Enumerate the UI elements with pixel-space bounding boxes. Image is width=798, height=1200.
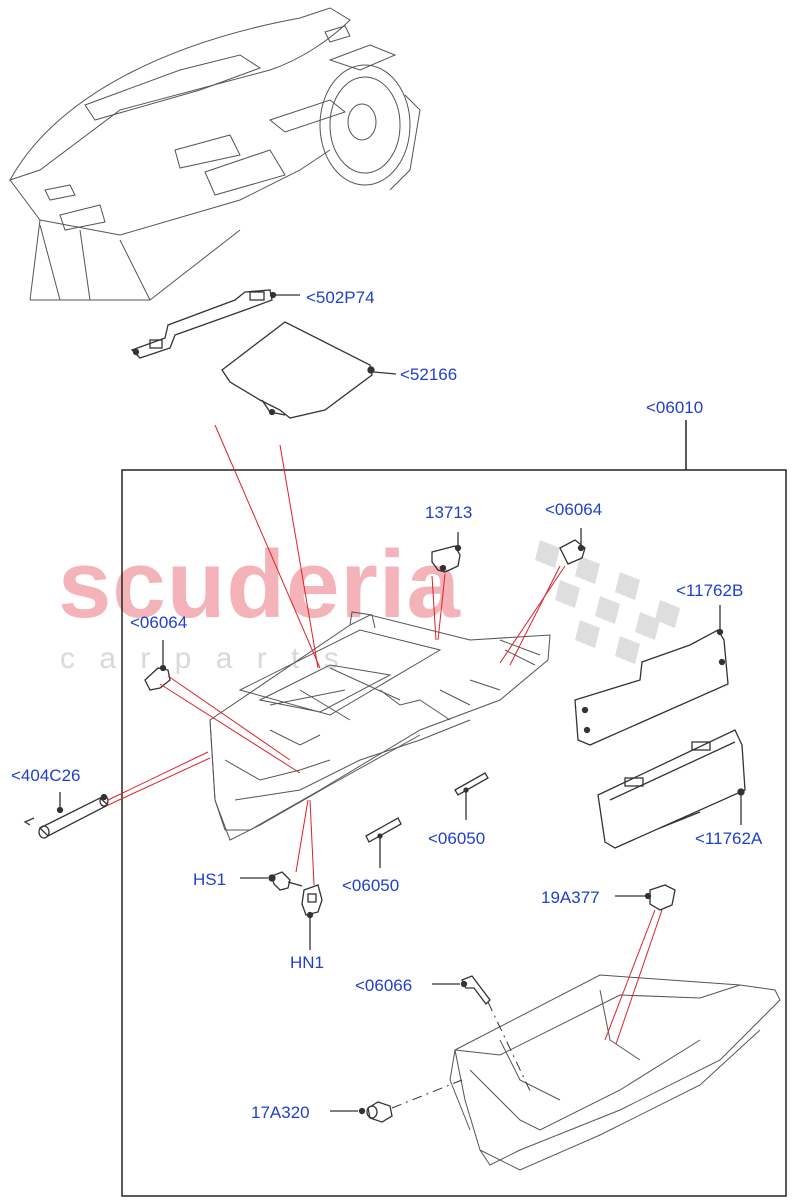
dashboard-illustration [8, 7, 421, 301]
part-06010-frame [209, 611, 551, 841]
part-06064-right [559, 528, 586, 565]
part-13713 [431, 532, 462, 573]
part-HS1 [240, 871, 303, 891]
watermark-sub: c a r p a r t s [60, 642, 347, 675]
part-glovebox-lid [449, 974, 781, 1171]
red-leader-lines [105, 424, 663, 1045]
label-06064-right: <06064 [545, 500, 603, 519]
part-06064-left [144, 640, 171, 691]
part-06050-left [365, 817, 402, 868]
label-06050-right: <06050 [428, 829, 486, 848]
part-502P74 [130, 289, 300, 359]
assembly-frame-06010 [121, 420, 787, 1197]
label-17A320: 17A320 [251, 1103, 310, 1122]
label-06050-left: <06050 [342, 876, 400, 895]
part-HN1 [301, 884, 323, 950]
part-06066 [432, 975, 491, 1005]
part-52166 [221, 321, 397, 419]
checkered-flag-icon [535, 540, 680, 664]
label-13713: 13713 [425, 503, 473, 522]
part-19A377 [615, 884, 676, 911]
part-06050-right [454, 772, 489, 820]
part-404C26 [23, 792, 110, 839]
label-HS1: HS1 [193, 870, 227, 889]
label-06010: <06010 [646, 398, 704, 417]
label-HN1: HN1 [290, 953, 325, 972]
label-502P74: <502P74 [306, 288, 375, 307]
label-404C26: <404C26 [11, 766, 81, 785]
label-06066: <06066 [355, 976, 413, 995]
label-11762B: <11762B [676, 581, 744, 600]
label-06064-left: <06064 [130, 613, 188, 632]
part-11762B [574, 605, 729, 746]
label-11762A: <11762A [695, 829, 763, 848]
watermark-brand: scuderia [58, 531, 461, 638]
dashed-leaders [391, 1001, 533, 1109]
label-52166: <52166 [400, 365, 458, 384]
part-11762A [597, 729, 746, 849]
label-19A377: 19A377 [541, 888, 600, 907]
part-17A320 [330, 1101, 393, 1123]
